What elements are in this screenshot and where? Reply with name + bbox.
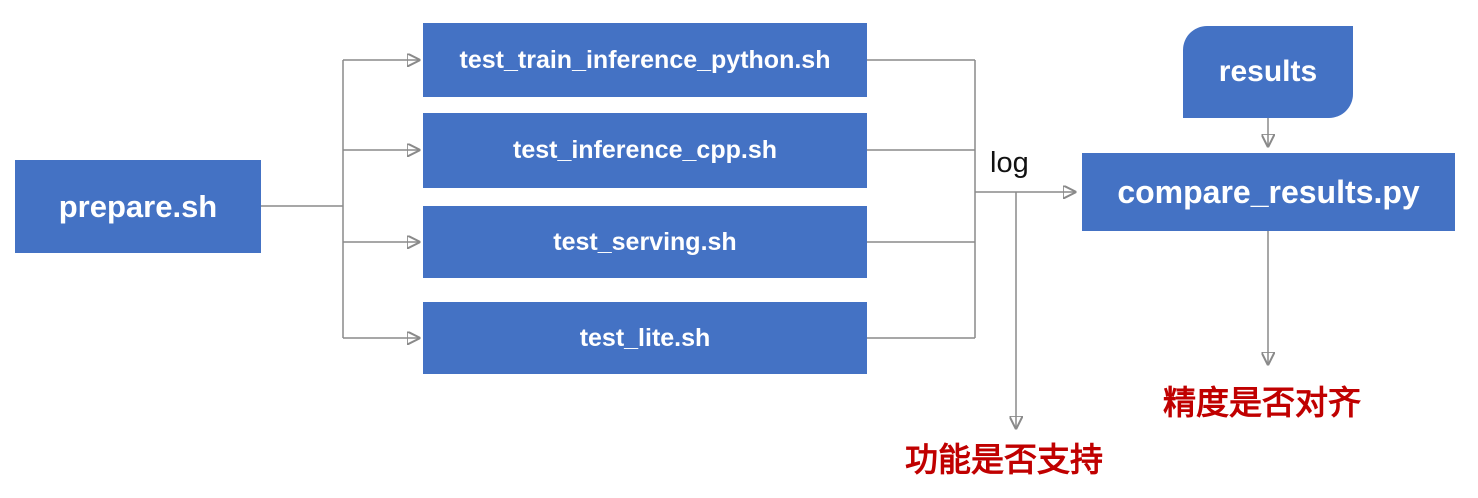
node-prepare-sh-label: prepare.sh xyxy=(58,188,218,224)
node-test-inference-cpp-sh[interactable]: test_inference_cpp.sh xyxy=(423,113,867,188)
node-results-label: results xyxy=(1218,55,1318,88)
node-test-serving-sh-label: test_serving.sh xyxy=(553,227,737,256)
node-compare-results-py[interactable]: compare_results.py xyxy=(1082,153,1455,231)
node-test-inference-cpp-sh-label: test_inference_cpp.sh xyxy=(513,136,777,164)
node-prepare-sh[interactable]: prepare.sh xyxy=(15,160,261,253)
annotation-precision-alignment: 精度是否对齐 xyxy=(1163,384,1361,421)
edge-label-log: log xyxy=(990,147,1029,179)
node-test-serving-sh[interactable]: test_serving.sh xyxy=(423,206,867,278)
node-compare-results-py-label: compare_results.py xyxy=(1117,173,1420,210)
node-test-train-inference-python-sh-label: test_train_inference_python.sh xyxy=(459,45,831,74)
annotation-function-support: 功能是否支持 xyxy=(905,441,1103,478)
node-test-lite-sh-label: test_lite.sh xyxy=(579,323,711,352)
node-test-train-inference-python-sh[interactable]: test_train_inference_python.sh xyxy=(423,23,867,97)
node-test-lite-sh[interactable]: test_lite.sh xyxy=(423,302,867,374)
node-results[interactable]: results xyxy=(1183,26,1353,118)
